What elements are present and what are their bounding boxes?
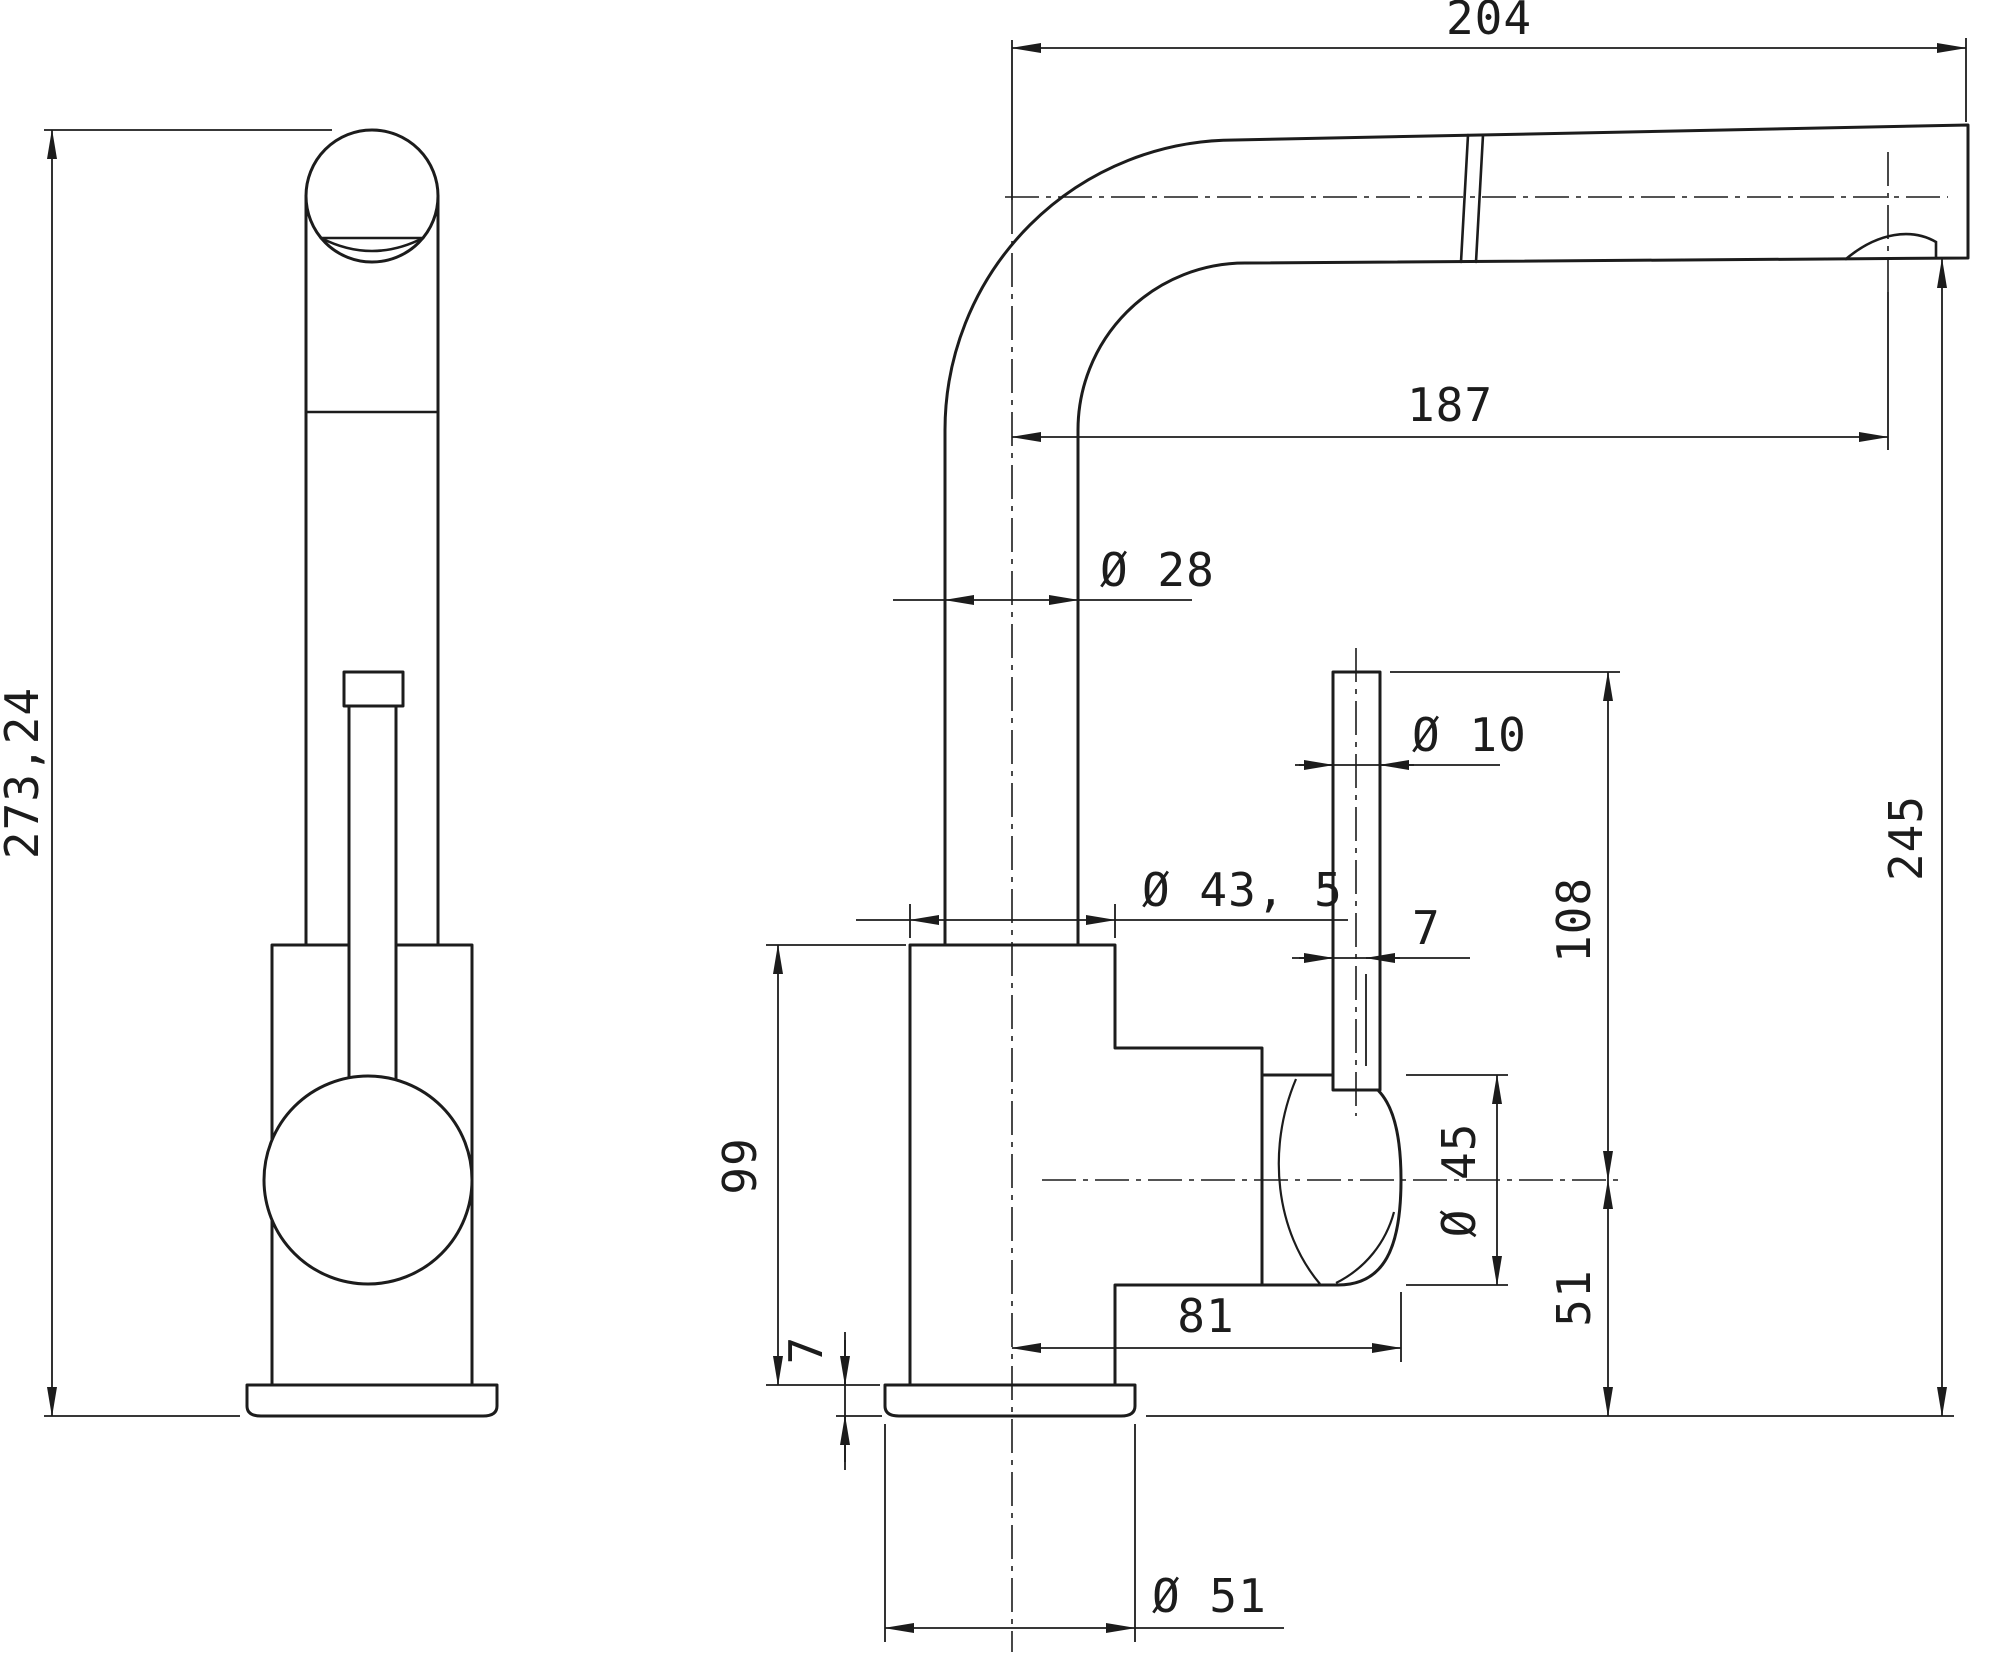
front-handle-ball [262,1074,474,1286]
side-spray-outlet-notch [1844,232,1938,261]
centerlines [1005,152,1948,1652]
dim-riser-diameter-label: Ø 28 [1100,543,1215,597]
side-handle-seam-1 [1277,1078,1321,1285]
dim-spout-outlet-reach-label: 187 [1407,378,1493,432]
dimension-handle-diameter: Ø 45 [1406,1074,1508,1286]
dim-deck-to-spout-underside-label: 245 [1879,795,1933,881]
front-view [245,128,499,1418]
dim-base-thickness-label: 7 [779,1336,833,1365]
dimension-spout-outlet-reach: 187 [1011,292,1889,450]
dimension-handle-center-height: 51 [1547,1179,1613,1417]
dimension-riser-diameter: Ø 28 [893,543,1215,605]
dim-base-diameter-label: Ø 51 [1152,1569,1267,1623]
dimension-body-height: 99 [713,944,906,1386]
side-view [883,123,1970,1418]
dimension-handle-reach: 81 [1011,1289,1402,1362]
side-spout-joint-line-2 [1474,133,1485,264]
front-spout-end [304,128,440,264]
side-handle-seam-2 [1335,1211,1396,1284]
dim-handle-diameter-label: Ø 45 [1432,1123,1486,1238]
dimension-base-thickness: 7 [779,1332,882,1470]
dim-handle-reach-label: 81 [1177,1289,1234,1343]
front-lever-cap [342,670,405,708]
dimension-lever-offset: 7 [1292,901,1470,1066]
side-spout-tube [943,123,1970,947]
dim-body-height-label: 99 [713,1137,767,1194]
front-lever-rod [347,704,398,1088]
dim-overall-height-label: 273,24 [0,687,49,859]
dimension-lever-to-handle-center: 108 [1390,671,1620,1181]
dimension-base-diameter: Ø 51 [884,1424,1284,1642]
dim-spout-top-reach-label: 204 [1446,0,1532,45]
dimension-deck-to-spout-underside: 245 [1146,258,1954,1417]
side-spout-joint-line-1 [1459,133,1470,264]
front-spout-aerator-arc [319,236,425,253]
dim-body-diameter-label: Ø 43, 5 [1142,863,1343,917]
dim-lever-diameter-label: Ø 10 [1412,708,1527,762]
side-base-plate [883,1383,1137,1418]
dim-lever-offset-label: 7 [1412,901,1441,955]
front-base-plate [245,1383,499,1418]
dimension-overall-height: 273,24 [0,129,332,1417]
dimension-spout-top-reach: 204 [1011,0,1967,200]
dim-handle-center-height-label: 51 [1547,1269,1601,1326]
dimension-body-diameter: Ø 43, 5 [856,863,1348,938]
dimension-lever-diameter: Ø 10 [1295,708,1527,770]
dim-lever-to-handle-center-label: 108 [1547,877,1601,963]
